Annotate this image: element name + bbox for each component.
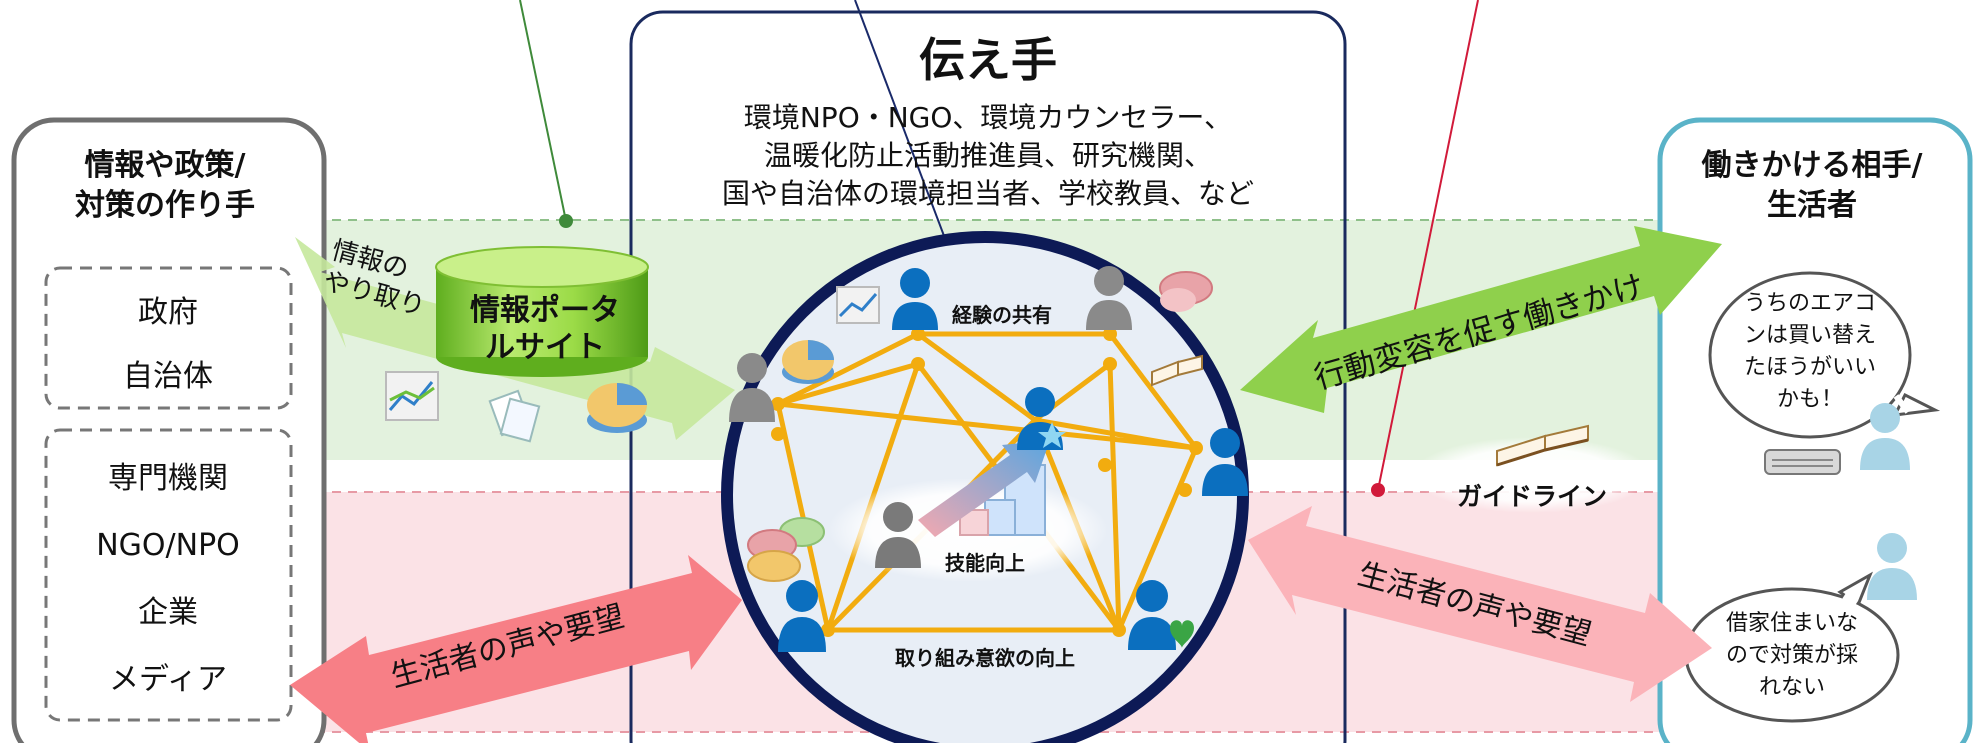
person-icon-network-top	[892, 268, 938, 330]
air-conditioner-icon	[1764, 449, 1841, 475]
guideline-label: ガイドライン	[1457, 482, 1607, 511]
person-icon-network-bottom-right	[1128, 580, 1176, 650]
leader-dot-red	[1371, 483, 1385, 497]
experience-label: 経験の共有	[952, 303, 1052, 327]
left-box	[11, 117, 327, 743]
left-item-government: 政府	[138, 295, 198, 330]
right-title-line-1: 働きかける相手/	[1701, 148, 1923, 183]
network-lines	[775, 331, 1199, 633]
book-icon-network	[1151, 354, 1203, 387]
document-icon-left	[488, 389, 541, 443]
leader-dot-green	[559, 214, 573, 228]
chart-icon-left	[385, 371, 439, 421]
left-group-2	[44, 428, 293, 722]
motivation-label: 取り組み意欲の向上	[895, 646, 1075, 670]
center-desc-line-2: 温暖化防止活動推進員、研究機関、	[764, 139, 1212, 172]
skill-arrow	[918, 440, 1050, 537]
person-icon-network-right	[1202, 428, 1248, 496]
left-title-line-1: 情報や政策/	[85, 148, 246, 183]
left-item-municipality: 自治体	[123, 359, 213, 394]
left-item-companies: 企業	[138, 595, 198, 630]
person-icon-resident-2	[1867, 533, 1917, 600]
heart-icon	[1170, 620, 1194, 648]
network-nodes	[771, 327, 1203, 637]
portal-label-line-2: ルサイト	[485, 330, 605, 365]
behavior-change-arrow	[1240, 226, 1722, 413]
person-icon-resident-1	[1860, 403, 1910, 470]
book-icon	[1496, 424, 1589, 467]
pie-chart-icon-portal	[587, 383, 647, 433]
right-title-line-2: 生活者	[1767, 188, 1857, 223]
bubble1-line-2: ンは買い替え	[1744, 323, 1876, 348]
guideline-glow	[1412, 437, 1652, 513]
speech-bubble-1	[1708, 271, 1941, 439]
left-item-ngo-npo: NGO/NPO	[96, 528, 240, 563]
left-item-media: メディア	[109, 662, 227, 697]
bubble1-line-1: うちのエアコ	[1744, 291, 1876, 316]
center-desc-line-3: 国や自治体の環境担当者、学校教員、など	[722, 177, 1254, 210]
left-group-1	[44, 266, 293, 410]
pie-chart-icon-network	[782, 340, 834, 384]
chart-icon-network	[836, 286, 880, 324]
voice-arrow-left	[290, 555, 742, 743]
portal-label-line-1: 情報ポータ	[470, 293, 620, 328]
left-title-line-2: 対策の作り手	[75, 188, 255, 223]
person-icon-network-top-right	[1086, 266, 1132, 330]
voice-arrow-right	[1248, 506, 1712, 702]
left-item-experts: 専門機関	[108, 461, 228, 496]
chat-bubbles-icon-left	[747, 517, 825, 582]
bubble1-line-3: たほうがいい	[1744, 355, 1876, 380]
person-icon-network-skill	[875, 502, 921, 568]
person-icon-network-center	[1017, 387, 1063, 450]
speech-bubble-2	[1684, 571, 1900, 723]
leader-line-navy	[854, 0, 956, 266]
bubble1-line-4: かも！	[1777, 387, 1843, 412]
center-title: 伝え手	[919, 33, 1057, 87]
leader-line-red	[1377, 0, 1479, 491]
person-icon-network-left	[729, 353, 775, 422]
bubble2-line-2: ので対策が採	[1726, 643, 1858, 668]
leader-line-green	[519, 0, 567, 222]
bubble2-line-1: 借家住まいな	[1726, 611, 1858, 636]
chat-bubbles-icon-top	[1159, 271, 1213, 312]
bubble2-line-3: れない	[1759, 675, 1825, 700]
star-icon	[1038, 422, 1066, 448]
portal-cylinder	[435, 246, 649, 377]
skill-label: 技能向上	[945, 551, 1025, 575]
center-desc-line-1: 環境NPO・NGO、環境カウンセラー、	[744, 101, 1232, 134]
person-icon-network-bottom-left	[778, 580, 826, 652]
